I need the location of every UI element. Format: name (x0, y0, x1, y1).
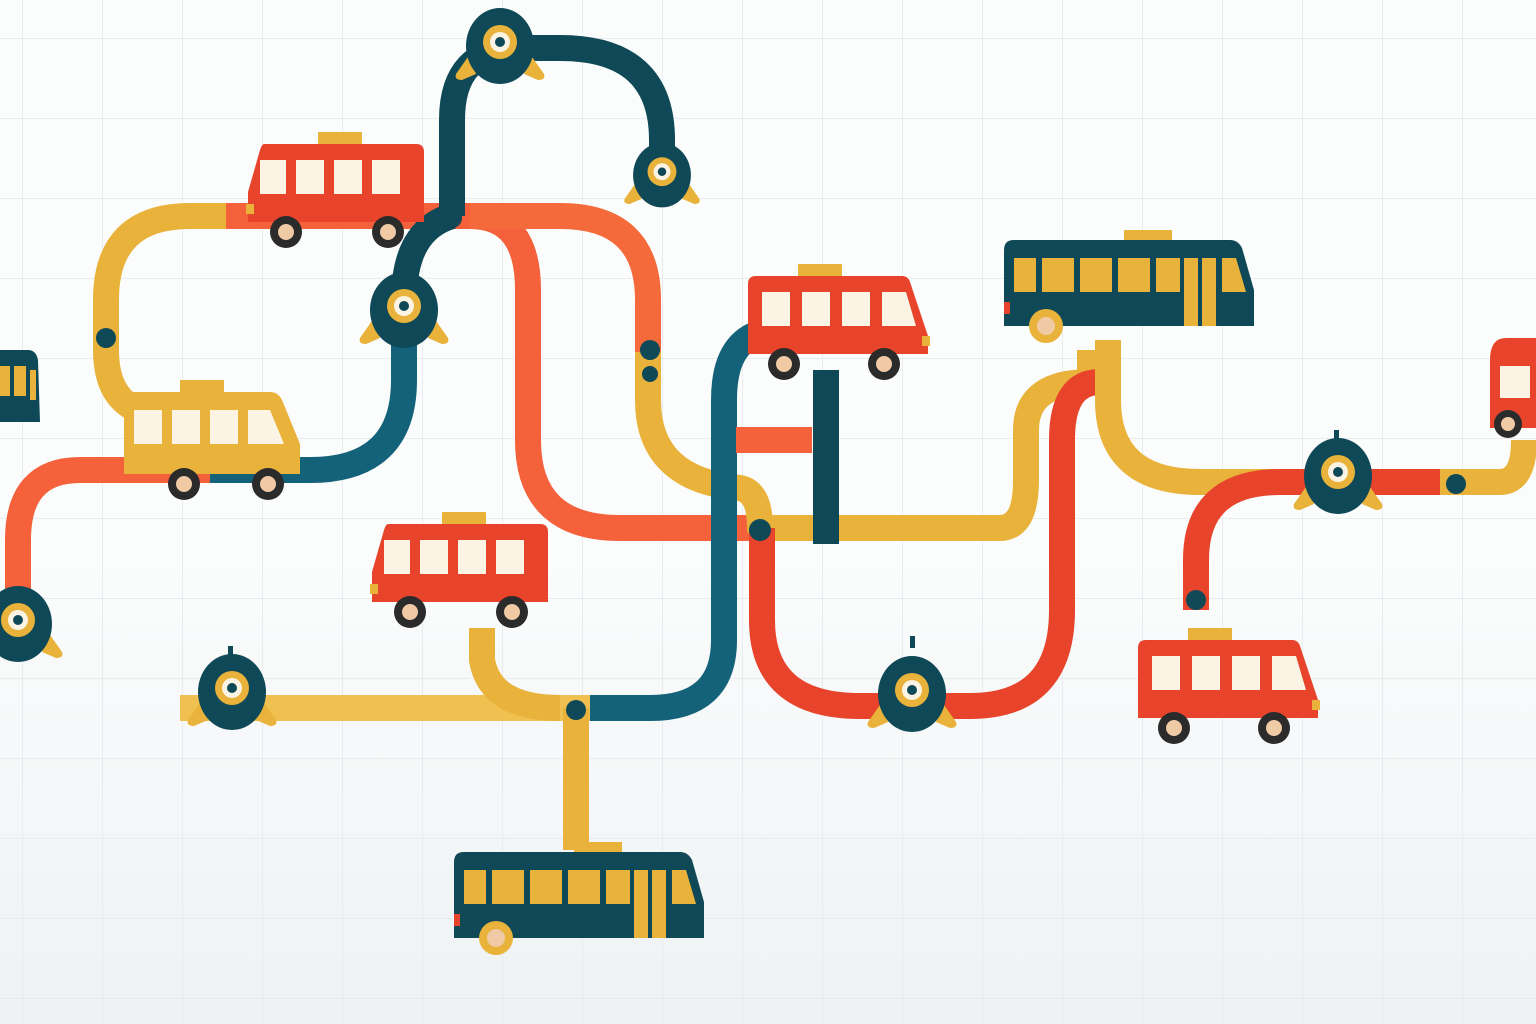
station-antenna (910, 636, 915, 648)
yellow-drop-route (469, 628, 561, 721)
red-left-route (5, 457, 210, 600)
yellow-right-route (1095, 340, 1300, 495)
junction-dot (642, 366, 658, 382)
junction-dot (1186, 590, 1206, 610)
junction-dot (96, 328, 116, 348)
yellow-far-right-route (1440, 439, 1536, 495)
stations (0, 8, 1383, 732)
bus-navy-edge-left-icon (0, 350, 40, 422)
junction-dot (749, 519, 771, 541)
navy-arch-route (439, 35, 675, 216)
bus-red-edge-right-icon (1490, 338, 1536, 438)
teal-center-route (590, 317, 781, 721)
station-antenna (228, 646, 233, 658)
junction-dots (96, 208, 1466, 720)
junction-dot (442, 208, 462, 228)
junction-dot (566, 700, 586, 720)
junction-dot (1446, 474, 1466, 494)
yellow-center-route (635, 350, 1103, 541)
vehicles (0, 132, 1536, 955)
junction-dot (640, 340, 660, 360)
station-antenna (1334, 430, 1339, 442)
orange-second-route (470, 203, 661, 352)
red-lower-route (749, 369, 1101, 719)
red-right-route (1183, 469, 1440, 610)
teal-left-route (210, 300, 417, 483)
